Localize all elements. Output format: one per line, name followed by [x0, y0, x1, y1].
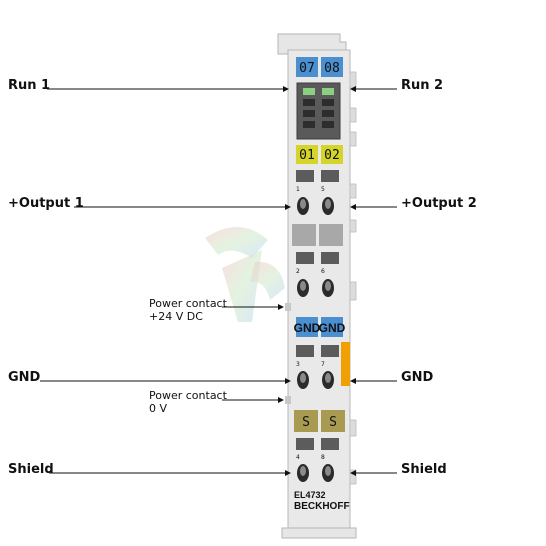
output-tag-01-text: 01 — [299, 148, 315, 163]
power-contact-0v — [285, 396, 291, 404]
label-shield-right: Shield — [401, 462, 447, 477]
terminal-number-8: 8 — [321, 454, 325, 461]
blank-tag-left — [292, 224, 316, 246]
blank-tag-right — [319, 224, 343, 246]
terminal-row-3: 3 7 — [296, 345, 339, 389]
terminal-number-6: 6 — [321, 268, 325, 275]
terminal-module: 07 08 01 02 1 5 — [277, 33, 357, 539]
label-power-24v-line1: Power contact — [149, 297, 228, 310]
watermark-logo — [205, 226, 285, 322]
label-run-2: Run 2 — [401, 78, 443, 93]
label-gnd-right: GND — [401, 370, 434, 385]
label-output-1: +Output 1 — [8, 196, 84, 211]
output-tag-01 — [296, 145, 318, 164]
terminal-number-7: 7 — [321, 361, 325, 368]
top-clip — [277, 33, 347, 55]
orange-strip — [341, 342, 350, 386]
shield-tag-right-text: S — [329, 415, 337, 430]
leader-lines — [40, 86, 397, 476]
bottom-foot — [281, 527, 357, 539]
shield-tag-left-text: S — [302, 415, 310, 430]
shield-tag-right — [321, 410, 345, 432]
terminal-row-1: 1 5 — [296, 170, 339, 215]
callout-labels: Run 1 Run 2 +Output 1 +Output 2 Power co… — [8, 78, 477, 477]
gnd-tag-right — [321, 317, 343, 337]
gnd-tag-left — [296, 317, 318, 337]
led-run-1 — [303, 88, 315, 95]
label-run-1: Run 1 — [8, 78, 50, 93]
terminal-number-2: 2 — [296, 268, 300, 275]
led-indicators — [303, 88, 334, 128]
gnd-tag-right-text: GND — [319, 321, 346, 335]
label-power-0v-line2: 0 V — [149, 402, 167, 415]
terminal-number-5: 5 — [321, 186, 325, 193]
label-gnd-left: GND — [8, 370, 41, 385]
led-tag-07-text: 07 — [299, 61, 315, 76]
terminal-row-4: 4 8 — [296, 438, 339, 482]
terminal-number-4: 4 — [296, 454, 300, 461]
label-output-2: +Output 2 — [401, 196, 477, 211]
led-run-2 — [322, 88, 334, 95]
output-tag-02-text: 02 — [324, 148, 340, 163]
terminal-number-1: 1 — [296, 186, 300, 193]
label-shield-left: Shield — [8, 462, 54, 477]
output-tag-02 — [321, 145, 343, 164]
shield-tag-left — [294, 410, 318, 432]
side-notches — [349, 71, 357, 485]
led-tag-08-text: 08 — [324, 61, 340, 76]
terminal-number-3: 3 — [296, 361, 300, 368]
label-power-0v-line1: Power contact — [149, 389, 228, 402]
brand-name: BECKHOFF — [294, 501, 350, 512]
led-tag-08 — [321, 57, 343, 77]
terminal-row-2: 2 6 — [296, 252, 339, 297]
led-tag-07 — [296, 57, 318, 77]
power-contact-24v — [285, 303, 291, 311]
label-power-24v-line2: +24 V DC — [149, 310, 203, 323]
gnd-tag-left-text: GND — [294, 321, 321, 335]
model-name: EL4732 — [294, 490, 326, 500]
